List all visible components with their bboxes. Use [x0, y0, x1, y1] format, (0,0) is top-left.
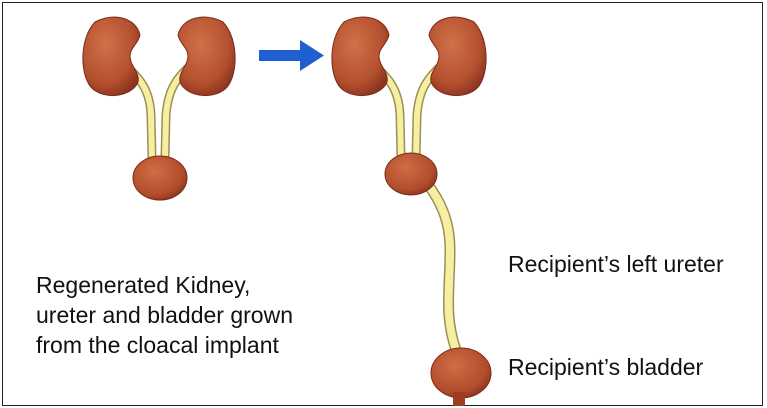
right-system	[332, 17, 491, 406]
right-set-bladder	[385, 153, 437, 195]
right-set-kidney-right	[429, 17, 486, 95]
right-set-kidney-left	[332, 17, 389, 95]
label-recipient-left-ureter: Recipient’s left ureter	[508, 249, 724, 279]
left-set-kidney-left	[83, 17, 140, 95]
label-recipient-bladder: Recipient’s bladder	[508, 352, 703, 382]
caption-line-2: ureter and bladder grown	[36, 300, 293, 330]
left-system	[83, 17, 235, 200]
left-set-bladder	[133, 156, 187, 200]
caption-line-3: from the cloacal implant	[36, 330, 293, 360]
recipient-bladder	[431, 348, 491, 406]
left-set-kidney-right	[178, 17, 235, 95]
caption-text: Regenerated Kidney, ureter and bladder g…	[36, 270, 293, 360]
caption-line-1: Regenerated Kidney,	[36, 270, 293, 300]
right-arrow-icon	[259, 40, 324, 71]
